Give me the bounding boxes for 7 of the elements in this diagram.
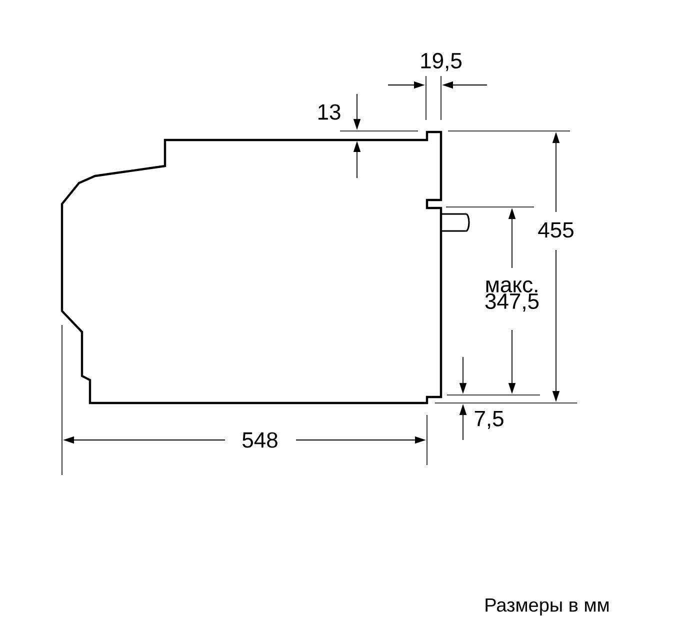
dimension-label: макс. 347,5 xyxy=(485,280,539,312)
dimension-label: 455 xyxy=(538,222,574,238)
caption: Размеры в мм xyxy=(486,598,609,616)
dimension-label: 548 xyxy=(242,432,278,448)
dimension-label: 13 xyxy=(318,104,340,120)
dimension-label: 7,5 xyxy=(474,411,504,429)
dimension-label: 19,5 xyxy=(421,52,462,72)
